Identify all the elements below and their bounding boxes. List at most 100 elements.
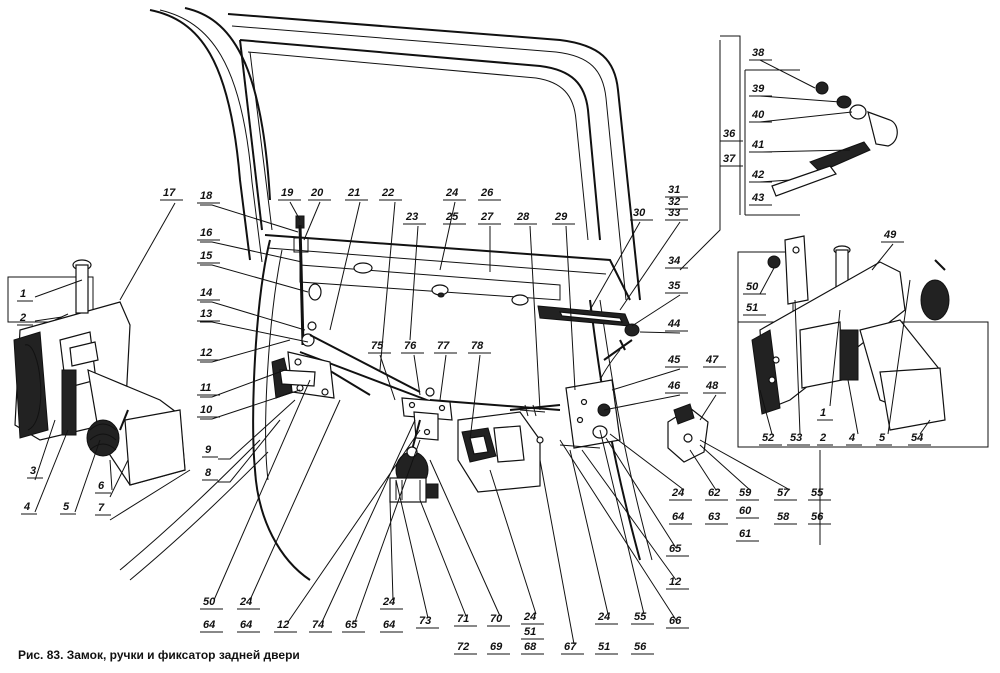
callout-c24a: 24 [445, 187, 458, 199]
figure-caption: Рис. 83. Замок, ручки и фиксатор задней … [18, 648, 300, 662]
callout-c34: 34 [668, 255, 680, 267]
callout-c46: 46 [667, 380, 681, 392]
callout-c24f: 24 [239, 596, 252, 608]
callout-c55b: 55 [634, 611, 647, 623]
control-rods [299, 334, 561, 411]
right-hinge-inset [737, 235, 989, 448]
callout-c39: 39 [752, 83, 765, 95]
callout-c67: 67 [564, 641, 577, 653]
callout-c56b: 56 [634, 641, 647, 653]
callout-c60: 60 [739, 505, 752, 517]
callout-c9: 9 [205, 444, 212, 456]
callout-c57: 57 [777, 487, 790, 499]
callout-c26: 26 [480, 187, 494, 199]
callout-c1a: 1 [20, 288, 26, 300]
leader-lines [34, 40, 931, 645]
callout-c32: 32 [668, 196, 680, 208]
callout-c50a: 50 [746, 281, 759, 293]
callout-c64d: 64 [203, 619, 215, 631]
lock-button-rod [293, 215, 317, 347]
callout-c3a: 3 [30, 465, 36, 477]
callout-c31: 31 [668, 184, 680, 196]
lock-body [457, 404, 561, 493]
callout-c23: 23 [405, 211, 418, 223]
callout-c38: 38 [752, 47, 765, 59]
callout-c20: 20 [310, 187, 324, 199]
linkage-plate [401, 387, 453, 441]
callout-c76: 76 [404, 340, 417, 352]
callout-c72: 72 [457, 641, 469, 653]
callout-c35: 35 [668, 280, 681, 292]
callout-c51b: 51 [598, 641, 610, 653]
callout-c78: 78 [471, 340, 484, 352]
callout-c16: 16 [200, 227, 213, 239]
callout-c50b: 50 [203, 596, 216, 608]
callout-c51a: 51 [746, 302, 758, 314]
callout-c14: 14 [200, 287, 212, 299]
callout-c24b: 24 [671, 487, 684, 499]
callout-c12b: 12 [669, 576, 681, 588]
callout-c4a: 4 [23, 501, 30, 513]
callout-c64b: 64 [383, 619, 395, 631]
callout-c64c: 64 [240, 619, 252, 631]
callout-c22: 22 [381, 187, 394, 199]
callout-c10: 10 [200, 404, 213, 416]
callout-c37: 37 [723, 153, 736, 165]
callout-c24d: 24 [523, 611, 536, 623]
callout-c11: 11 [200, 382, 211, 394]
door-striker [667, 403, 709, 463]
key-cylinder-inset [720, 35, 898, 216]
upper-latch [537, 305, 640, 351]
left-hinge-assembly [7, 259, 186, 491]
callout-c43: 43 [751, 192, 764, 204]
callout-c55a: 55 [811, 487, 824, 499]
callout-c40: 40 [751, 109, 765, 121]
callout-c59: 59 [739, 487, 752, 499]
callout-c33: 33 [668, 207, 680, 219]
callout-c29: 29 [554, 211, 568, 223]
callout-c21: 21 [347, 187, 360, 199]
callout-c65b: 65 [345, 619, 358, 631]
callout-c5b: 5 [879, 432, 886, 444]
inner-handle-assembly [271, 351, 335, 399]
callout-c1b: 1 [820, 407, 826, 419]
callout-c4b: 4 [848, 432, 855, 444]
callout-c49: 49 [883, 229, 897, 241]
door-slots [308, 262, 529, 306]
callout-c66: 66 [669, 615, 682, 627]
callout-c7a: 7 [98, 502, 105, 514]
callout-c75: 75 [371, 340, 384, 352]
callout-c47: 47 [705, 354, 719, 366]
callout-c36: 36 [723, 128, 736, 140]
callout-c63: 63 [708, 511, 720, 523]
callout-c24e: 24 [382, 596, 395, 608]
callout-c24c: 24 [597, 611, 610, 623]
callout-c51c: 51 [524, 626, 536, 638]
callout-c5a: 5 [63, 501, 70, 513]
callout-c45: 45 [667, 354, 681, 366]
callout-c27: 27 [480, 211, 494, 223]
callout-c15: 15 [200, 250, 213, 262]
callout-c30: 30 [633, 207, 646, 219]
callout-c41: 41 [751, 139, 764, 151]
callout-c28: 28 [516, 211, 530, 223]
callout-c44: 44 [667, 318, 680, 330]
callout-c71: 71 [457, 613, 469, 625]
callout-c69: 69 [490, 641, 503, 653]
callout-c65: 65 [669, 543, 682, 555]
callout-c70: 70 [490, 613, 503, 625]
callout-c62: 62 [708, 487, 720, 499]
callout-c54: 54 [911, 432, 923, 444]
callout-c53: 53 [790, 432, 802, 444]
callout-c8: 8 [205, 467, 212, 479]
callout-c61: 61 [739, 528, 751, 540]
door-frame [119, 7, 653, 581]
callout-c64a: 64 [672, 511, 684, 523]
rear-lock-plate [559, 339, 633, 449]
callout-c56a: 56 [811, 511, 824, 523]
callout-c77: 77 [437, 340, 450, 352]
callout-c2a: 2 [19, 312, 26, 324]
